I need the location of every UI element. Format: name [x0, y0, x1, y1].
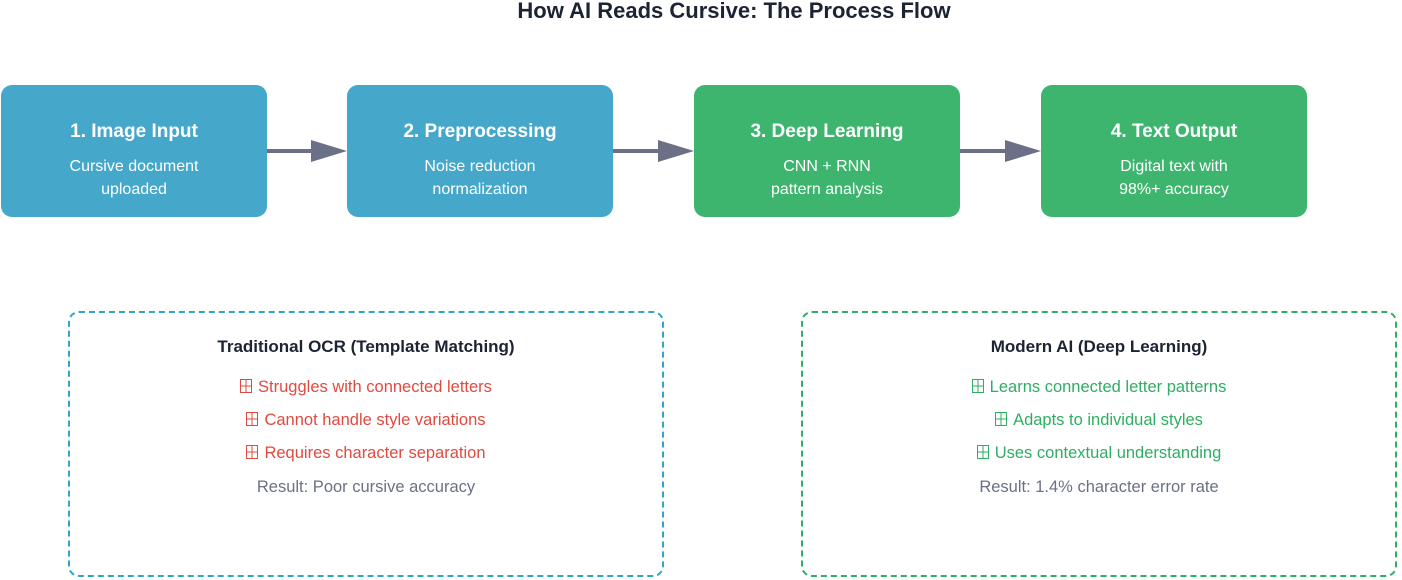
diagram-title: How AI Reads Cursive: The Process Flow: [517, 0, 951, 23]
step-preprocessing: 2. Preprocessing Noise reduction normali…: [347, 85, 613, 217]
missing-glyph-icon: [971, 379, 984, 393]
step-desc-line: Noise reduction: [424, 158, 536, 175]
list-item: Uses contextual understanding: [803, 443, 1395, 463]
list-item: Cannot handle style variations: [70, 410, 662, 430]
panel-traditional-ocr: Traditional OCR (Template Matching) Stru…: [68, 311, 664, 577]
item-text: Learns connected letter patterns: [989, 378, 1227, 396]
item-text: Adapts to individual styles: [1013, 411, 1203, 429]
step-desc-line: Digital text with: [1120, 158, 1228, 175]
step-text-output: 4. Text Output Digital text with 98%+ ac…: [1041, 85, 1307, 217]
panel-modern-ai: Modern AI (Deep Learning) Learns connect…: [801, 311, 1397, 577]
step-desc-line: pattern analysis: [770, 180, 884, 198]
missing-glyph-icon: [976, 445, 989, 459]
panel-result: Result: 1.4% character error rate: [979, 478, 1219, 496]
arrow-1-to-2: [267, 140, 347, 162]
panel-title: Traditional OCR (Template Matching): [217, 337, 515, 356]
missing-glyph-icon: [240, 379, 253, 393]
panel-title: Modern AI (Deep Learning): [990, 337, 1208, 356]
list-item: Adapts to individual styles: [803, 410, 1395, 430]
arrow-3-to-4: [960, 140, 1041, 162]
list-item: Struggles with connected letters: [70, 377, 662, 397]
step-deep-learning: 3. Deep Learning CNN + RNN pattern analy…: [694, 85, 960, 217]
step-title: 1. Image Input: [70, 121, 198, 142]
step-description: Digital text with 98%+ accuracy: [1041, 156, 1307, 201]
step-desc-line: Cursive document: [69, 158, 199, 175]
panel-result: Result: Poor cursive accuracy: [256, 478, 476, 496]
item-text: Uses contextual understanding: [994, 444, 1222, 462]
item-text: Cannot handle style variations: [264, 411, 486, 429]
list-item: Requires character separation: [70, 443, 662, 463]
step-desc-line: normalization: [432, 180, 528, 198]
step-desc-line: CNN + RNN: [783, 158, 871, 175]
step-description: Noise reduction normalization: [347, 156, 613, 201]
step-description: Cursive document uploaded: [1, 156, 267, 201]
missing-glyph-icon: [246, 412, 259, 426]
missing-glyph-icon: [246, 445, 259, 459]
step-description: CNN + RNN pattern analysis: [694, 156, 960, 201]
item-text: Requires character separation: [264, 444, 486, 462]
step-desc-line: uploaded: [101, 180, 167, 198]
item-text: Struggles with connected letters: [258, 378, 492, 396]
step-title: 4. Text Output: [1110, 121, 1238, 142]
step-image-input: 1. Image Input Cursive document uploaded: [1, 85, 267, 217]
missing-glyph-icon: [995, 412, 1008, 426]
step-desc-line: 98%+ accuracy: [1119, 180, 1229, 198]
step-title: 3. Deep Learning: [750, 121, 904, 142]
step-title: 2. Preprocessing: [403, 121, 557, 142]
arrow-2-to-3: [613, 140, 694, 162]
list-item: Learns connected letter patterns: [803, 377, 1395, 397]
